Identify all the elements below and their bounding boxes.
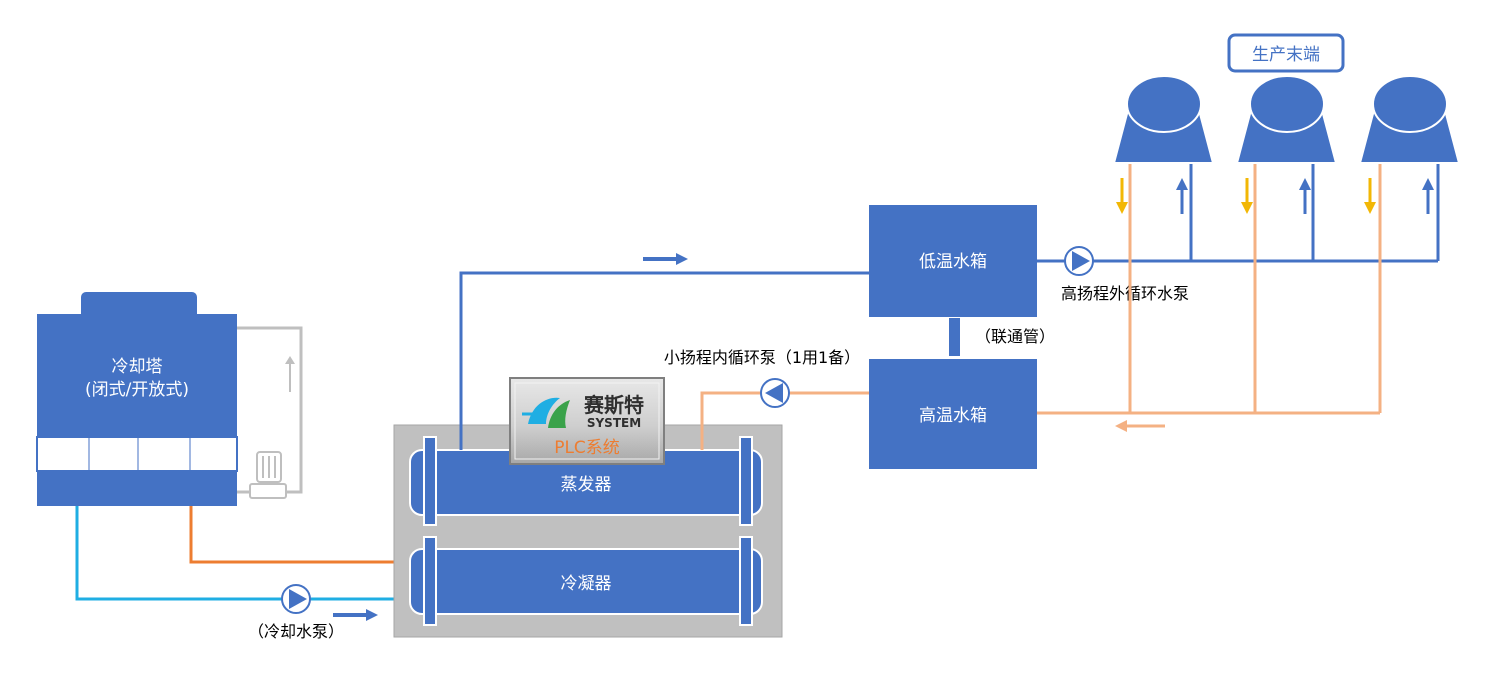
connecting-pipe [949, 318, 960, 356]
evaporator-flange-left [423, 436, 437, 526]
high-temp-tank-label: 高温水箱 [919, 406, 987, 426]
plc-label: PLC系统 [554, 438, 620, 458]
condenser-label: 冷凝器 [561, 574, 612, 594]
spray-pipe [237, 326, 303, 494]
chilled-supply-loop [459, 253, 869, 450]
low-temp-tank-label: 低温水箱 [919, 252, 987, 272]
cooling-pump-label: （冷却水泵） [248, 622, 344, 641]
external-supply-loop: 高扬程外循环水泵 [1037, 163, 1440, 303]
condenser-flange-right [739, 536, 753, 626]
production-end-box [1227, 33, 1345, 73]
plc-brand-name: 赛斯特 [583, 393, 644, 417]
high-temp-tank: 高温水箱 [869, 359, 1037, 469]
high-temp-tank-body [869, 359, 1037, 469]
cooling-return-pipe [189, 506, 413, 564]
evaporator-flange-right [739, 436, 753, 526]
chilled-flow-arrow-head [676, 253, 688, 265]
condenser: 冷凝器 [409, 536, 763, 626]
terminal-top [1249, 75, 1325, 133]
up-arrow-head-3 [1422, 178, 1434, 190]
outer-pump-icon [1064, 246, 1094, 276]
cooling-tower-title: 冷却塔 [112, 357, 163, 377]
tower-spray-loop [237, 326, 303, 499]
production-end-title: 生产末端 [1227, 33, 1345, 73]
cooling-tower-body [37, 314, 237, 506]
spray-flow-arrow-head [285, 356, 295, 364]
connecting-pipe-label: （联通管） [975, 327, 1055, 346]
evaporator: 蒸发器 [409, 436, 763, 526]
evaporator-label: 蒸发器 [561, 475, 612, 495]
cooling-tower-subtitle: (闭式/开放式) [85, 380, 189, 400]
terminal-unit-1 [1112, 75, 1215, 164]
inner-circulation-pipe [700, 391, 869, 450]
up-arrow-head-2 [1299, 178, 1311, 190]
cooling-pump-icon [281, 584, 311, 614]
plc-brand-en: SYSTEM [587, 416, 641, 430]
plc-panel: 赛斯特 SYSTEM PLC系统 [509, 377, 665, 465]
spray-pump-icon [249, 451, 287, 499]
external-return-loop [1037, 163, 1382, 432]
up-arrow-head-1 [1176, 178, 1188, 190]
cooling-tower-louvers [36, 436, 238, 472]
inner-circulation-loop: 小扬程内循环泵（1用1备） [664, 348, 869, 450]
condenser-body [409, 548, 763, 615]
inner-pump-label: 小扬程内循环泵（1用1备） [664, 348, 860, 367]
down-arrow-head-1 [1116, 202, 1128, 214]
outer-pump-label: 高扬程外循环水泵 [1061, 284, 1189, 303]
down-arrow-head-3 [1364, 202, 1376, 214]
cooling-water-loop: （冷却水泵） [75, 506, 413, 641]
terminal-flow-arrows [1116, 178, 1434, 214]
cooling-supply-pipe [75, 506, 413, 601]
cooling-flow-arrow-head [366, 609, 378, 621]
plc-panel-bevel [514, 382, 660, 460]
down-arrow-head-2 [1241, 202, 1253, 214]
chilled-supply-pipe [459, 271, 869, 450]
brand-logo-icon [522, 397, 570, 428]
inner-pump-icon [760, 378, 790, 408]
production-end-label: 生产末端 [1252, 45, 1320, 65]
low-temp-tank: 低温水箱 [869, 205, 1037, 317]
terminal-unit-3 [1358, 75, 1461, 164]
condenser-flange-left [423, 536, 437, 626]
cooling-tower: 冷却塔 (闭式/开放式) [36, 290, 238, 506]
low-temp-tank-body [869, 205, 1037, 317]
chiller-unit: 蒸发器 冷凝器 赛斯特 SYSTEM PLC系统 [393, 377, 783, 638]
terminal-top [1126, 75, 1202, 133]
return-flow-arrow-head [1115, 420, 1127, 432]
terminal-top [1372, 75, 1448, 133]
terminal-unit-2 [1235, 75, 1338, 164]
